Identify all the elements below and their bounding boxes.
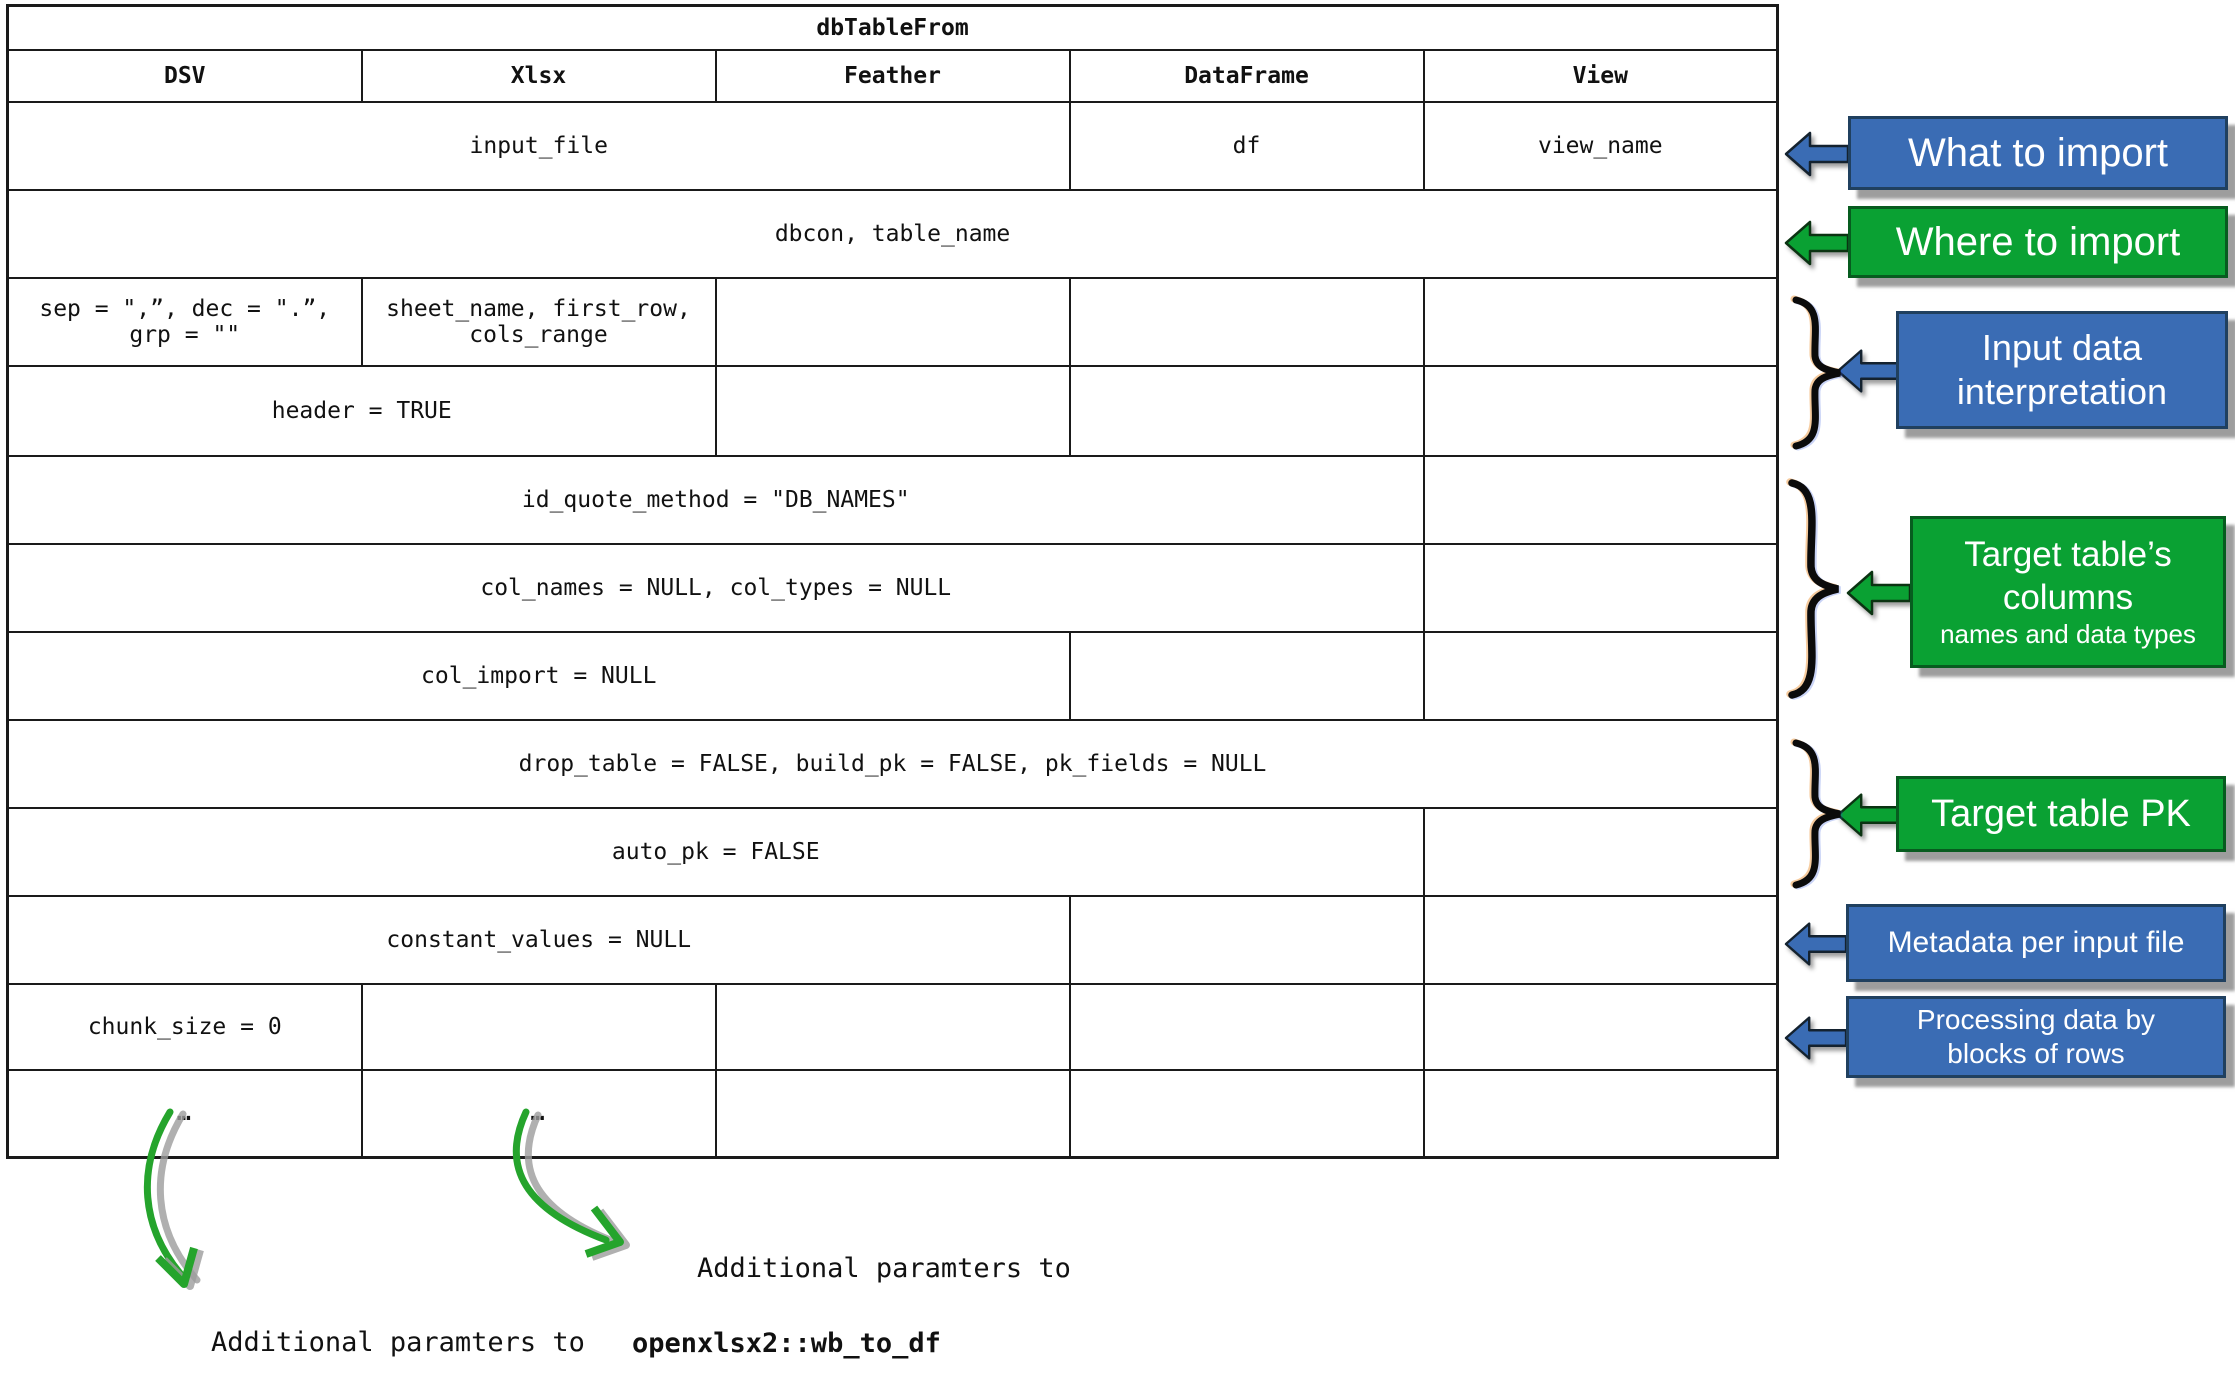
cell-df: df <box>1068 100 1425 191</box>
cell-id-quote-method: id_quote_method = "DB_NAMES" <box>6 454 1425 545</box>
cell-dbcon-table-name: dbcon, table_name <box>6 188 1779 279</box>
label-target-table-pk: Target table PK <box>1896 776 2226 852</box>
left-arrow-icon <box>1784 220 1850 266</box>
label-where-to-import: Where to import <box>1848 206 2228 278</box>
brace-target-columns <box>1788 479 1839 699</box>
cell-chunk-size: chunk_size = 0 <box>6 982 363 1071</box>
cell-dsv-ellipsis: … <box>6 1068 363 1159</box>
label-metadata-per-input-file: Metadata per input file <box>1846 904 2226 982</box>
cell-not-applicable <box>1422 364 1779 457</box>
brace-input-interpretation <box>1792 296 1841 450</box>
column-header-dsv: DSV <box>6 48 363 103</box>
cell-col-import: col_import = NULL <box>6 630 1071 721</box>
cell-not-applicable <box>1068 630 1425 721</box>
cell-not-applicable <box>1068 364 1425 457</box>
cell-not-applicable <box>1068 276 1425 367</box>
cell-input-file: input_file <box>6 100 1071 191</box>
brace-target-pk <box>1792 739 1841 889</box>
left-arrow-icon <box>1784 131 1850 177</box>
column-header-view: View <box>1422 48 1779 103</box>
code-openxlsx2: openxlsx2::wb_to_df <box>632 1328 941 1360</box>
cell-not-applicable <box>1422 454 1779 545</box>
curved-arrow-dsv <box>143 1108 204 1290</box>
column-header-feather: Feather <box>714 48 1071 103</box>
cell-col-names-types: col_names = NULL, col_types = NULL <box>6 542 1425 633</box>
cell-dsv-separators: sep = ",”, dec = ".”, grp = "" <box>6 276 363 367</box>
cell-constant-values: constant_values = NULL <box>6 894 1071 985</box>
cell-not-applicable <box>360 982 717 1071</box>
cell-view-name: view_name <box>1422 100 1779 191</box>
parameter-table: dbTableFrom DSV Xlsx Feather DataFrame V… <box>6 4 1780 1159</box>
cell-not-applicable <box>1422 542 1779 633</box>
cell-not-applicable <box>714 1068 1071 1159</box>
left-arrow-icon <box>1784 1016 1848 1060</box>
cell-not-applicable <box>1422 894 1779 985</box>
cell-not-applicable <box>1422 982 1779 1071</box>
note-xlsx-params: Additional paramters to openxlsx2::wb_to… <box>632 1212 1071 1380</box>
cell-auto-pk: auto_pk = FALSE <box>6 806 1425 897</box>
column-header-dataframe: DataFrame <box>1068 48 1425 103</box>
curved-arrow-xlsx <box>512 1108 630 1261</box>
cell-xlsx-sheet: sheet_name, first_row, cols_range <box>360 276 717 367</box>
cell-drop-table-pk: drop_table = FALSE, build_pk = FALSE, pk… <box>6 718 1779 809</box>
cell-not-applicable <box>1422 806 1779 897</box>
cell-not-applicable <box>1422 1068 1779 1159</box>
cell-not-applicable <box>714 982 1071 1071</box>
label-what-to-import: What to import <box>1848 116 2228 190</box>
column-header-xlsx: Xlsx <box>360 48 717 103</box>
table-title: dbTableFrom <box>6 4 1779 51</box>
cell-not-applicable <box>714 364 1071 457</box>
label-processing-blocks: Processing data by blocks of rows <box>1846 996 2226 1078</box>
left-arrow-icon <box>1784 922 1848 966</box>
cell-not-applicable <box>1068 1068 1425 1159</box>
cell-not-applicable <box>1422 630 1779 721</box>
note-dsv-params: Additional paramters to base::scan <box>211 1326 585 1358</box>
cell-not-applicable <box>1068 894 1425 985</box>
cell-not-applicable <box>1422 276 1779 367</box>
label-input-data-interpretation: Input data interpretation <box>1896 311 2228 429</box>
left-arrow-icon <box>1846 570 1912 616</box>
cell-header: header = TRUE <box>6 364 717 457</box>
cell-not-applicable <box>1068 982 1425 1071</box>
cell-not-applicable <box>714 276 1071 367</box>
